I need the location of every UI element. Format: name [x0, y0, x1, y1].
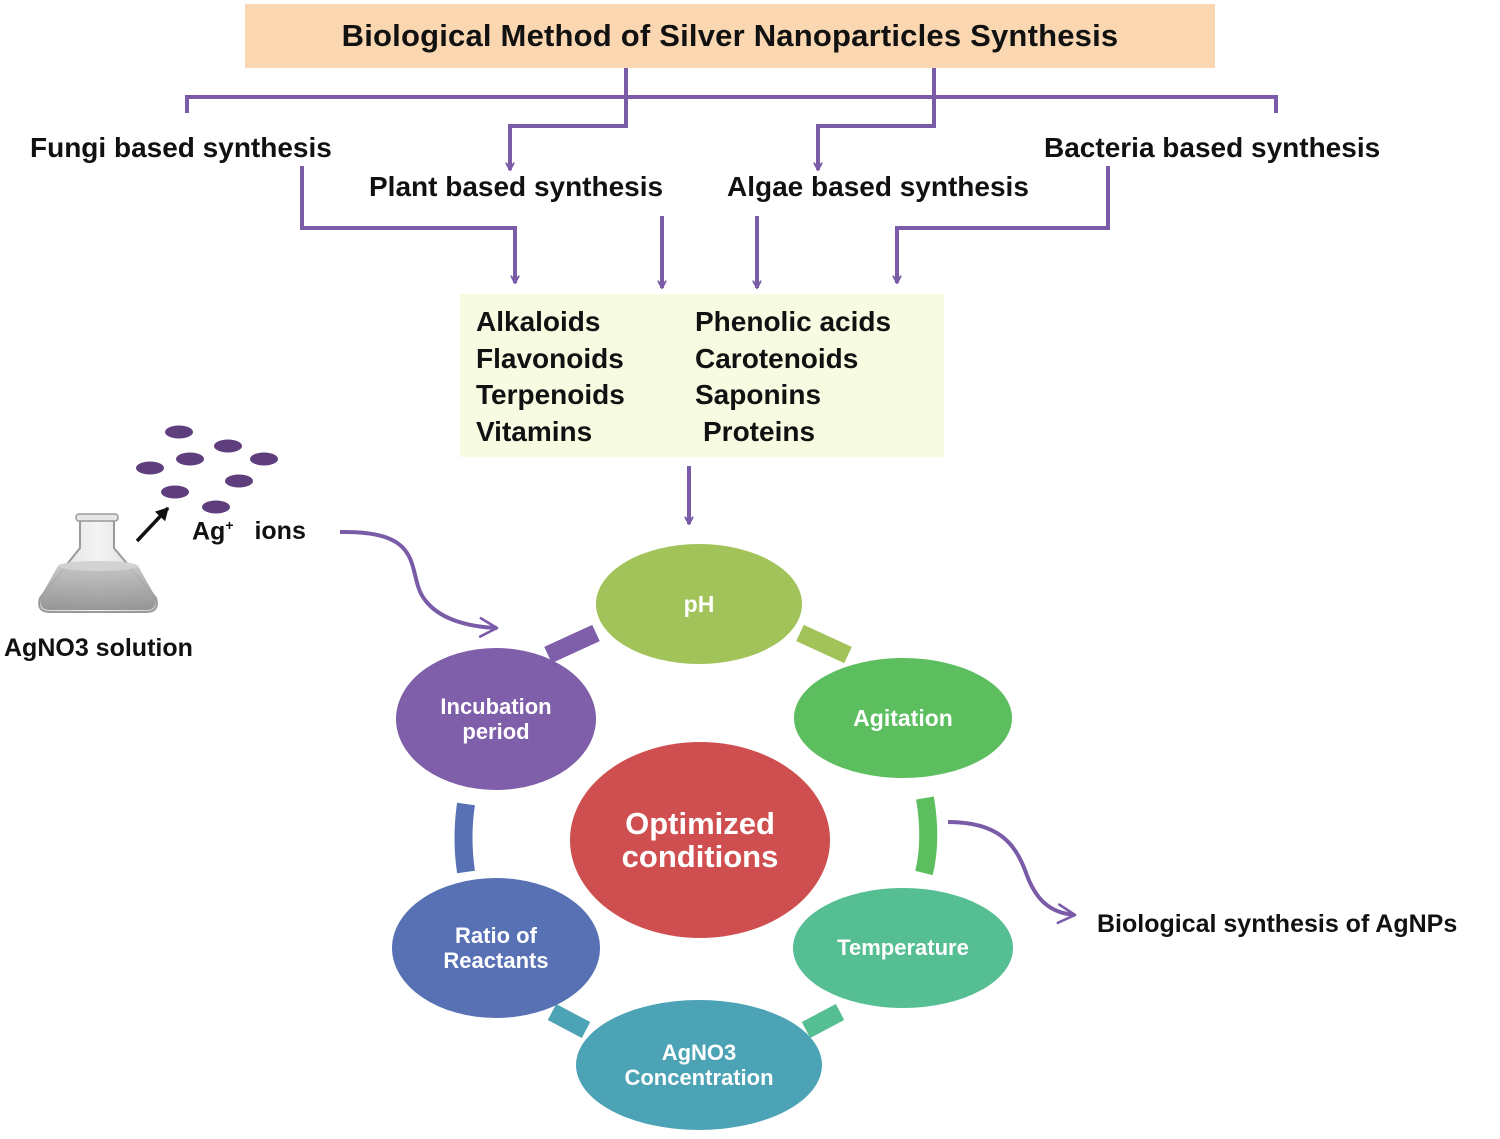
compound-item: Flavonoids: [476, 342, 624, 374]
node-label: Temperature: [837, 935, 969, 960]
compound-item: Carotenoids: [695, 342, 859, 374]
ring-segment: [915, 796, 938, 876]
center-label-line2: conditions: [621, 839, 779, 874]
ag-ion-dot: [214, 439, 242, 453]
ring-segment: [454, 802, 475, 874]
compound-item: Terpenoids: [476, 379, 625, 410]
arrow-to-algae: [818, 97, 936, 170]
page-title: Biological Method of Silver Nanoparticle…: [341, 18, 1119, 53]
ring-segment: [544, 624, 600, 664]
node-label-2: period: [462, 719, 530, 744]
ion-symbol: Ag: [192, 517, 226, 546]
compounds-right-list: Phenolic acids Carotenoids Saponins Prot…: [695, 304, 891, 450]
ring-segment: [796, 624, 852, 664]
cycle-node-agitation: Agitation: [794, 658, 1012, 778]
ring-segment: [801, 1004, 845, 1038]
title-box: Biological Method of Silver Nanoparticle…: [245, 4, 1215, 68]
solution-label: AgNO3 solution: [4, 634, 193, 662]
ag-ion-dot: [176, 452, 204, 466]
compound-item: Proteins: [703, 415, 816, 447]
algae-label: Algae based synthesis: [727, 171, 1029, 202]
plant-label: Plant based synthesis: [369, 171, 664, 202]
node-label: AgNO3: [661, 1040, 737, 1065]
compounds-left-list: Alkaloids Flavonoids Terpenoids Vitamins: [476, 304, 625, 450]
arrow-ions-cycle: [339, 529, 499, 638]
compounds-box: [460, 294, 944, 457]
compound-item: Alkaloids: [476, 306, 601, 337]
ag-ion-dot: [225, 474, 253, 488]
cycle-node-ph: pH: [596, 544, 802, 664]
compound-item: Phenolic acids: [695, 306, 892, 337]
node-label: pH: [683, 590, 715, 617]
node-label-2: Reactants: [443, 948, 549, 973]
center-label-line1: Optimized: [625, 806, 775, 841]
ag-ion-dot: [165, 425, 193, 439]
arrow-to-plant: [510, 97, 628, 170]
output-label: Biological synthesis of AgNPs: [1097, 910, 1458, 938]
ions-label: Ag+ ions: [192, 517, 306, 546]
ion-dots: [136, 425, 278, 514]
node-label: Incubation: [440, 694, 552, 719]
fungi-label: Fungi based synthesis: [30, 132, 332, 163]
cycle-ring: [454, 624, 938, 1038]
node-label: Ratio of: [455, 923, 537, 948]
flask-to-ions-arrow: [135, 506, 170, 543]
bacteria-label: Bacteria based synthesis: [1044, 132, 1381, 163]
ion-word: ions: [254, 517, 306, 546]
flask-icon: [38, 513, 158, 613]
compound-item: Vitamins: [476, 415, 593, 447]
ring-segment: [547, 1004, 591, 1038]
node-label: Agitation: [853, 704, 953, 731]
ion-charge: +: [225, 517, 234, 533]
compound-item: Saponins: [695, 379, 822, 410]
node-label-2: Concentration: [624, 1065, 774, 1090]
ag-ion-dot: [136, 461, 164, 475]
arrow-bacteria-compounds: [897, 166, 1110, 283]
ag-ion-dot: [202, 500, 230, 514]
ag-ion-dot: [250, 452, 278, 466]
arrow-fungi-compounds: [300, 166, 515, 283]
arrow-cycle-output: [947, 820, 1077, 925]
bracket-line: [185, 95, 1278, 113]
ag-ion-dot: [161, 485, 189, 499]
cycle-node-temperature: Temperature: [793, 888, 1013, 1008]
